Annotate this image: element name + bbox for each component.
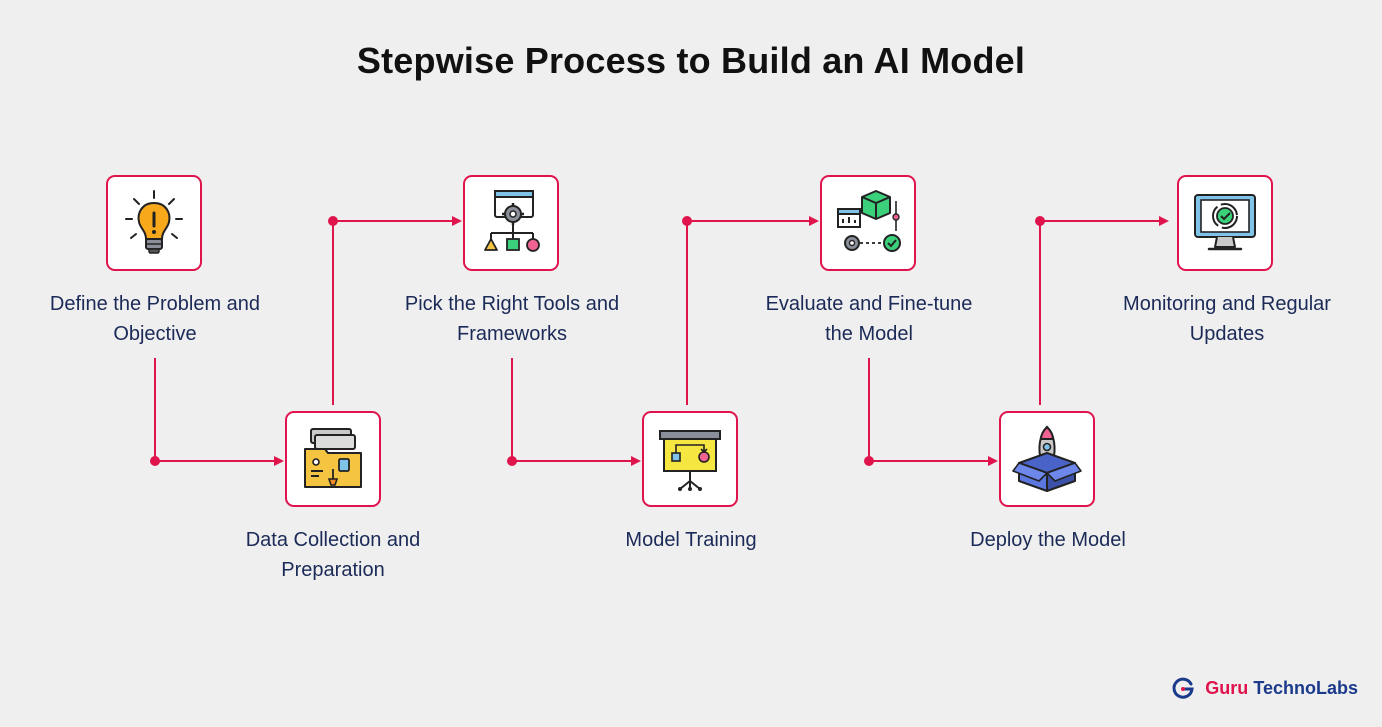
rocket-box-icon xyxy=(1012,425,1082,492)
step-2-label: Data Collection and Preparation xyxy=(193,525,473,585)
page-title: Stepwise Process to Build an AI Model xyxy=(356,40,1026,81)
cube-evaluation-icon xyxy=(837,190,901,252)
step-6-label: Deploy the Model xyxy=(908,525,1188,555)
connector-1-2 xyxy=(154,358,284,466)
guru-logo-icon xyxy=(1172,677,1194,699)
step-1-card xyxy=(106,175,202,271)
step-2-card xyxy=(285,411,381,507)
step-2-label-line1: Data Collection and xyxy=(245,529,421,551)
monitor-check-icon xyxy=(1194,194,1256,251)
step-7-label: Monitoring and Regular Updates xyxy=(1087,289,1367,349)
step-1-label-line1: Define the Problem and xyxy=(49,293,261,315)
step-4-label-line1: Model Training xyxy=(625,529,757,551)
step-6-label-line1: Deploy the Model xyxy=(970,529,1126,551)
flowchart-gear-icon xyxy=(484,190,540,252)
step-5-card xyxy=(820,175,916,271)
step-1-label-line2: Objective xyxy=(113,323,197,345)
step-2-label-line2: Preparation xyxy=(281,559,385,581)
connector-3-4 xyxy=(511,358,641,466)
brand-logo: Guru TechnoLabs xyxy=(1171,676,1358,700)
step-3-label-line2: Frameworks xyxy=(456,323,567,345)
step-7-card xyxy=(1177,175,1273,271)
step-6-card xyxy=(999,411,1095,507)
step-3-card xyxy=(463,175,559,271)
step-4-card xyxy=(642,411,738,507)
brand-name-second: TechnoLabs xyxy=(1253,677,1358,698)
step-5-label: Evaluate and Fine-tune the Model xyxy=(729,289,1009,349)
step-7-label-line1: Monitoring and Regular xyxy=(1123,293,1331,315)
presentation-board-icon xyxy=(659,430,721,491)
step-5-label-line1: Evaluate and Fine-tune xyxy=(765,293,973,315)
step-5-label-line2: the Model xyxy=(825,323,913,345)
data-folder-icon xyxy=(304,428,362,488)
step-3-label-line1: Pick the Right Tools and xyxy=(404,293,620,315)
step-7-label-line2: Updates xyxy=(1189,323,1265,345)
step-4-label: Model Training xyxy=(551,525,831,555)
connector-5-6 xyxy=(868,358,998,466)
step-1-label: Define the Problem and Objective xyxy=(15,289,295,349)
lightbulb-icon xyxy=(125,190,183,254)
step-3-label: Pick the Right Tools and Frameworks xyxy=(372,289,652,349)
brand-name-first: Guru xyxy=(1205,677,1249,698)
